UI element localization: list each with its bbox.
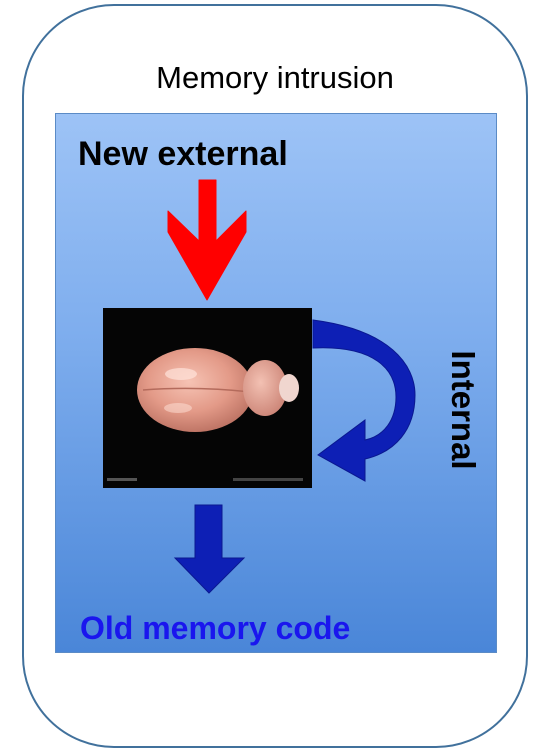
highlight bbox=[164, 403, 192, 413]
cerebellum-shape bbox=[243, 360, 287, 416]
external-input-arrow bbox=[167, 179, 247, 301]
new-external-label: New external bbox=[78, 135, 288, 173]
internal-label: Internal bbox=[445, 350, 482, 470]
cerebrum-shape bbox=[137, 348, 253, 432]
old-memory-code-label: Old memory code bbox=[80, 610, 351, 646]
internal-loop-arrow bbox=[312, 319, 416, 482]
diagram-title: Memory intrusion bbox=[156, 60, 394, 95]
scale-bar bbox=[107, 478, 137, 481]
midline bbox=[142, 387, 252, 393]
brain-illustration bbox=[107, 348, 303, 481]
output-arrow bbox=[173, 504, 246, 594]
highlight bbox=[165, 368, 197, 380]
copyright-mark bbox=[233, 478, 303, 481]
brain-photo bbox=[103, 308, 312, 488]
brainstem-shape bbox=[279, 374, 299, 402]
